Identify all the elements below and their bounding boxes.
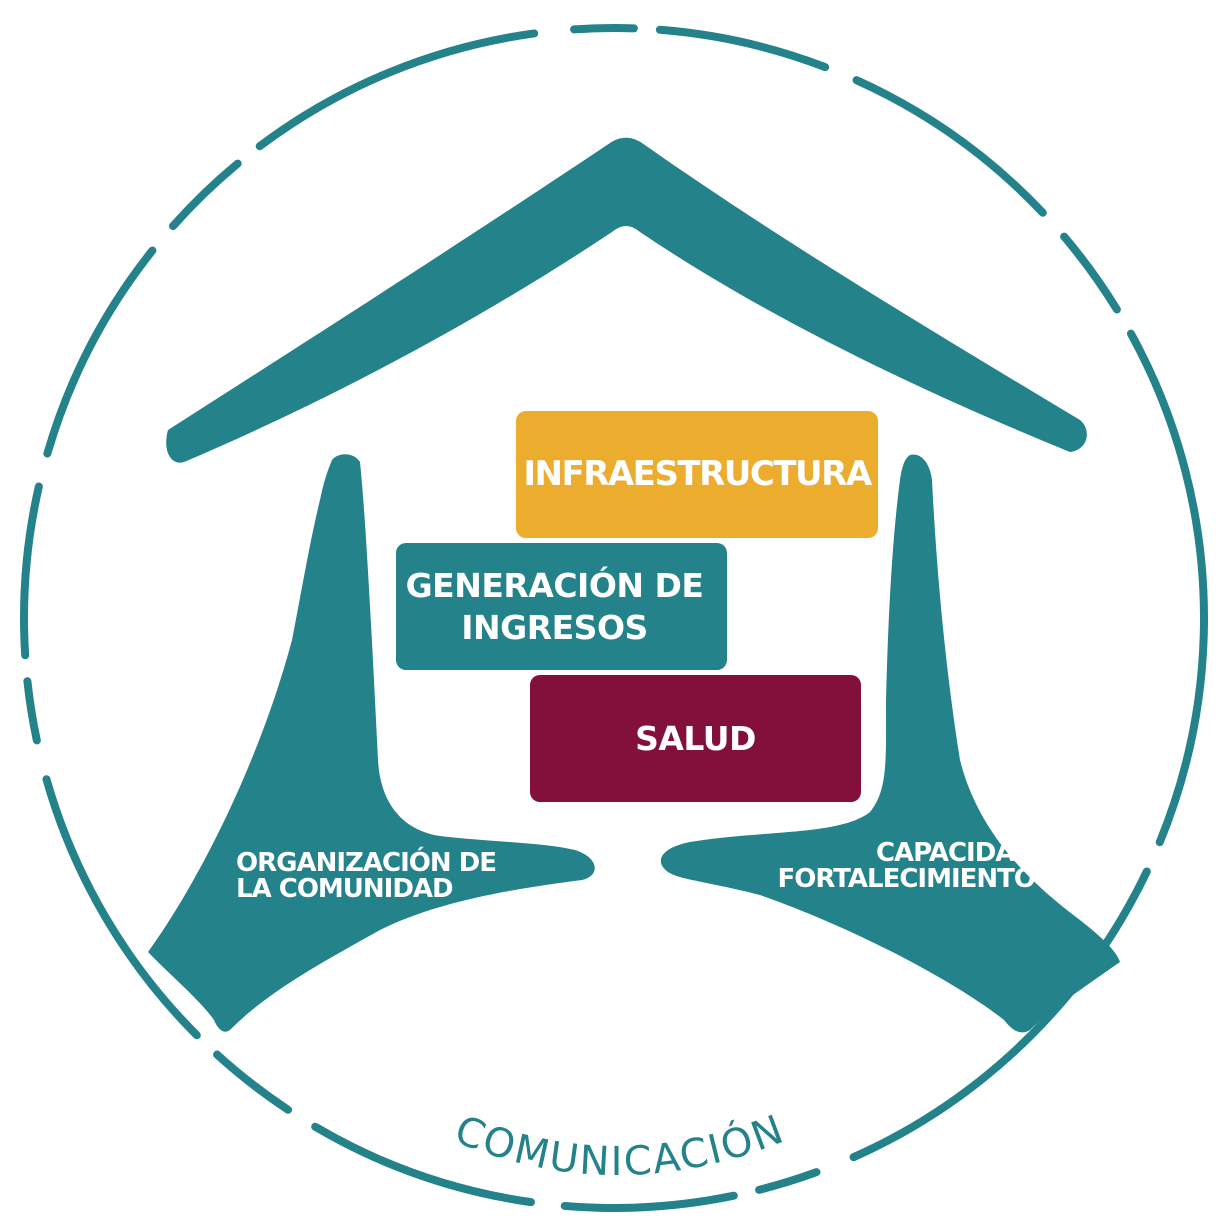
organizacion-comunidad-label: ORGANIZACIÓN DE LA COMUNIDAD xyxy=(236,848,497,904)
infraestructura-box: INFRAESTRUCTURA xyxy=(516,411,878,538)
salud-box: SALUD xyxy=(530,675,861,802)
generacion-line-2: INGRESOS xyxy=(461,607,648,647)
dashed-circle xyxy=(20,24,1208,1212)
right-hand-line-2: FORTALECIMIENTO xyxy=(777,864,1036,894)
left-hand-shape xyxy=(148,454,595,1032)
capacidad-fortalecimiento-label: CAPACIDAD FORTALECIMIENTO xyxy=(777,838,1036,894)
infraestructura-label: INFRAESTRUCTURA xyxy=(523,454,872,495)
right-hand-shape xyxy=(660,454,1120,1033)
roof-shape xyxy=(166,137,1087,463)
generacion-ingresos-text: GENERACIÓN DE INGRESOS xyxy=(406,565,704,648)
generacion-ingresos-box: GENERACIÓN DE INGRESOS xyxy=(396,543,727,670)
comunicacion-label: COMUNICACIÓN xyxy=(449,1106,791,1185)
left-hand-line-2: LA COMUNIDAD xyxy=(236,874,454,904)
comunicacion-textpath: COMUNICACIÓN xyxy=(449,1106,789,1185)
left-hand-line-1: ORGANIZACIÓN DE xyxy=(236,848,497,878)
salud-label: SALUD xyxy=(635,718,756,758)
right-hand-line-1: CAPACIDAD xyxy=(875,838,1036,868)
generacion-line-1: GENERACIÓN DE xyxy=(405,566,704,606)
